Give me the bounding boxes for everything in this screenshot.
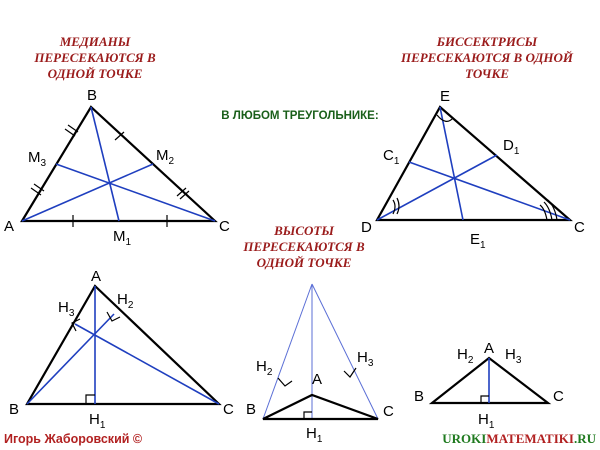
foot-label-h3-right: H3	[505, 346, 522, 366]
foot-label-h1-right: H1	[478, 411, 495, 431]
vertex-label-d: D	[361, 219, 372, 236]
altitudes-title-line-3: ОДНОЙ ТОЧКЕ	[257, 255, 352, 270]
foot-label-h3-acute: H3	[58, 299, 75, 319]
extension-line-right	[311, 283, 379, 420]
author-credit: Игорь Жаборовский ©	[4, 432, 143, 446]
bisectors-diagram: E D C C1 D1 E1	[361, 88, 585, 251]
vertex-label-a-acute: A	[91, 268, 101, 285]
vertex-label-a-right: A	[484, 340, 494, 357]
foot-label-h2-right: H2	[457, 346, 474, 366]
vertex-label-c-right: C	[553, 388, 564, 405]
medians-title-line-2: ПЕРЕСЕКАЮТСЯ В	[33, 50, 156, 65]
foot-label-h2-obtuse: H2	[256, 358, 273, 378]
altitude-from-b	[26, 313, 115, 405]
vertex-label-c: C	[219, 218, 230, 235]
right-angle-marks-obtuse	[277, 367, 357, 419]
bisectors-title-line-3: ТОЧКЕ	[465, 66, 509, 81]
acute-triangle	[25, 284, 222, 406]
altitude-from-c	[74, 323, 220, 405]
vertex-label-c-acute: C	[223, 401, 234, 418]
medians-title: МЕДИАНЫ ПЕРЕСЕКАЮТСЯ В ОДНОЙ ТОЧКЕ	[33, 34, 156, 81]
point-label-m1: M1	[113, 228, 132, 248]
foot-label-h1-obtuse: H1	[306, 425, 323, 445]
bisectors-title-line-2: ПЕРЕСЕКАЮТСЯ В ОДНОЙ	[400, 50, 574, 65]
medians-title-line-3: ОДНОЙ ТОЧКЕ	[48, 66, 143, 81]
foot-label-h1-acute: H1	[89, 411, 106, 431]
vertex-label-b-obtuse: B	[246, 401, 256, 418]
right-triangle	[428, 356, 552, 405]
right-angle-mark-right	[480, 395, 489, 403]
bisector-from-e	[439, 106, 464, 221]
median-from-a	[21, 163, 154, 222]
medians-diagram: B A C M3 M2 M1	[4, 87, 230, 248]
median-from-c	[55, 163, 216, 222]
medians-triangle	[20, 105, 218, 223]
point-label-m2: M2	[156, 147, 175, 167]
bisectors-title: БИССЕКТРИСЫ ПЕРЕСЕКАЮТСЯ В ОДНОЙ ТОЧКЕ	[400, 34, 574, 81]
obtuse-triangle	[262, 393, 379, 421]
bisectors-title-line-1: БИССЕКТРИСЫ	[436, 34, 538, 49]
point-label-c1: C1	[383, 147, 400, 167]
bisector-from-c	[408, 161, 571, 221]
median-tick-marks	[30, 124, 190, 227]
foot-label-h3-obtuse: H3	[357, 349, 374, 369]
point-label-e1: E1	[470, 231, 486, 251]
altitudes-title: ВЫСОТЫ ПЕРЕСЕКАЮТСЯ В ОДНОЙ ТОЧКЕ	[242, 223, 365, 270]
bisector-from-d	[376, 154, 498, 221]
altitudes-right-diagram: A B C H2 H3 H1	[414, 340, 564, 431]
vertex-label-a: A	[4, 218, 14, 235]
altitudes-acute-diagram: A B C H3 H2 H1	[9, 268, 234, 431]
vertex-label-b-right: B	[414, 388, 424, 405]
altitudes-title-line-2: ПЕРЕСЕКАЮТСЯ В	[242, 239, 365, 254]
vertex-label-a-obtuse: A	[312, 371, 322, 388]
vertex-label-c-obtuse: C	[383, 403, 394, 420]
medians-title-line-1: МЕДИАНЫ	[59, 34, 131, 49]
median-from-b	[90, 106, 120, 222]
point-label-d1: D1	[503, 137, 520, 157]
vertex-label-e: E	[440, 88, 450, 105]
right-angle-marks	[71, 311, 121, 404]
altitudes-obtuse-diagram: A B C H2 H3 H1	[246, 283, 394, 445]
bisectors-triangle	[375, 105, 573, 222]
extension-line-left	[262, 283, 313, 420]
vertex-label-c-bis: C	[574, 219, 585, 236]
altitudes-title-line-1: ВЫСОТЫ	[273, 223, 334, 238]
vertex-label-b-acute: B	[9, 401, 19, 418]
center-caption: В ЛЮБОМ ТРЕУГОЛЬНИКЕ:	[221, 110, 378, 122]
foot-label-h2-acute: H2	[117, 291, 134, 311]
site-url: UROKIMATEMATIKI.RU	[442, 431, 596, 446]
angle-arcs	[392, 114, 558, 221]
vertex-label-b: B	[87, 87, 97, 104]
point-label-m3: M3	[28, 149, 47, 169]
